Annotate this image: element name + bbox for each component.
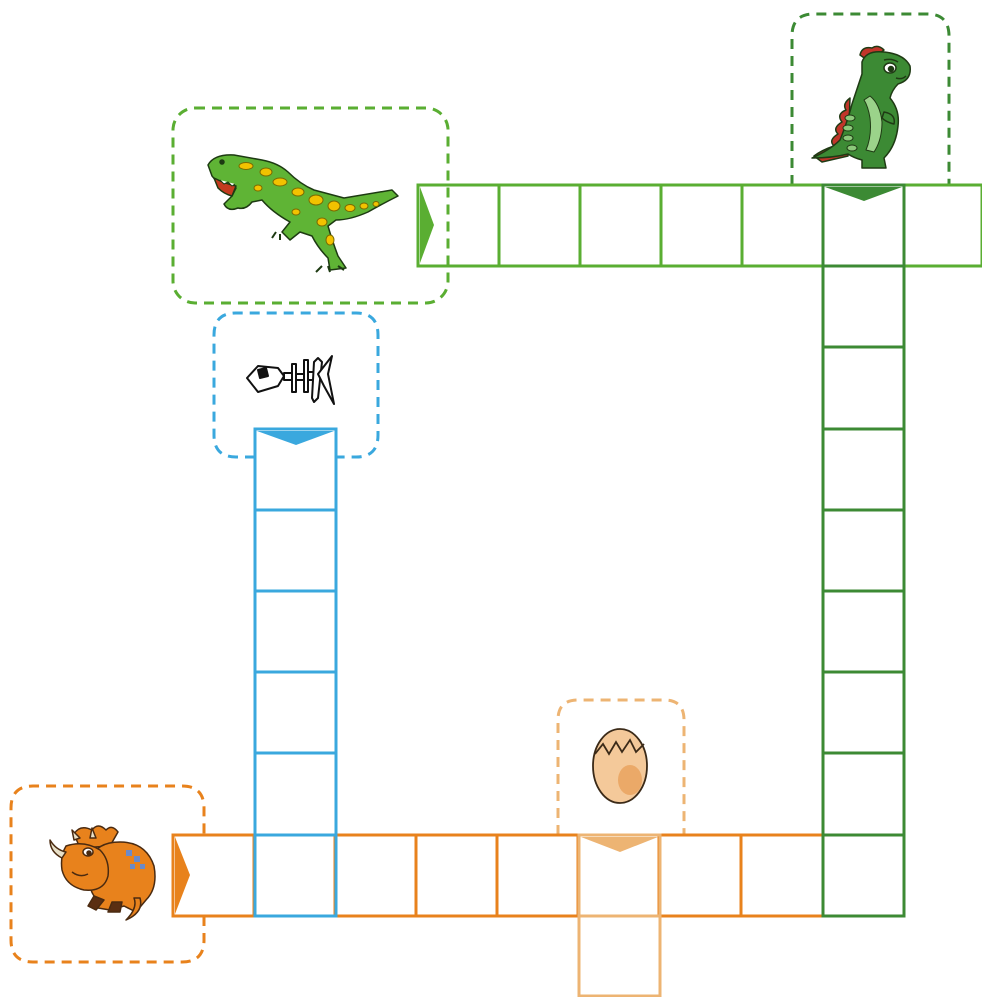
grid-cell[interactable] — [821, 427, 906, 512]
triceratops-icon — [49, 825, 156, 921]
grid-cell[interactable] — [821, 345, 906, 431]
grid-cell[interactable] — [821, 264, 906, 349]
start-marker-down-fossil — [257, 431, 334, 445]
word-grid-tyrannosaurus — [416, 183, 982, 268]
grid-cell[interactable] — [659, 183, 744, 268]
word-grid-fossil — [253, 427, 338, 918]
grid-cell[interactable] — [253, 670, 338, 755]
grid-cell[interactable] — [821, 833, 906, 918]
grid-cell[interactable] — [253, 751, 338, 837]
start-marker-down-cartoon-dino — [825, 187, 902, 201]
start-marker-across-triceratops — [175, 837, 190, 914]
tyrannosaurus-icon — [207, 154, 399, 273]
start-marker-across-tyrannosaurus — [420, 187, 434, 263]
grid-cell[interactable] — [577, 914, 662, 997]
grid-cell[interactable] — [821, 670, 906, 755]
grid-cell[interactable] — [739, 833, 825, 918]
word-grid-egg — [577, 833, 662, 997]
fish-skeleton-icon — [246, 355, 335, 405]
grid-cell[interactable] — [821, 751, 906, 837]
grid-cell[interactable] — [414, 833, 499, 918]
grid-cell[interactable] — [253, 589, 338, 674]
cracked-egg-icon — [592, 728, 648, 804]
grid-cell[interactable] — [902, 183, 982, 268]
grid-cell[interactable] — [333, 833, 418, 918]
grid-cell[interactable] — [497, 183, 582, 268]
word-grid-triceratops — [171, 833, 825, 918]
grid-cell[interactable] — [821, 589, 906, 674]
start-marker-down-egg — [581, 837, 658, 852]
grid-cell[interactable] — [578, 183, 663, 268]
word-grid-cartoon-dino — [821, 183, 906, 918]
grid-cell[interactable] — [657, 833, 743, 918]
cartoon-dinosaur-icon — [811, 45, 911, 169]
grid-cell[interactable] — [821, 508, 906, 593]
grid-cell[interactable] — [740, 183, 825, 268]
grid-cell[interactable] — [253, 833, 338, 918]
grid-cell[interactable] — [495, 833, 580, 918]
grid-cell[interactable] — [253, 508, 338, 593]
